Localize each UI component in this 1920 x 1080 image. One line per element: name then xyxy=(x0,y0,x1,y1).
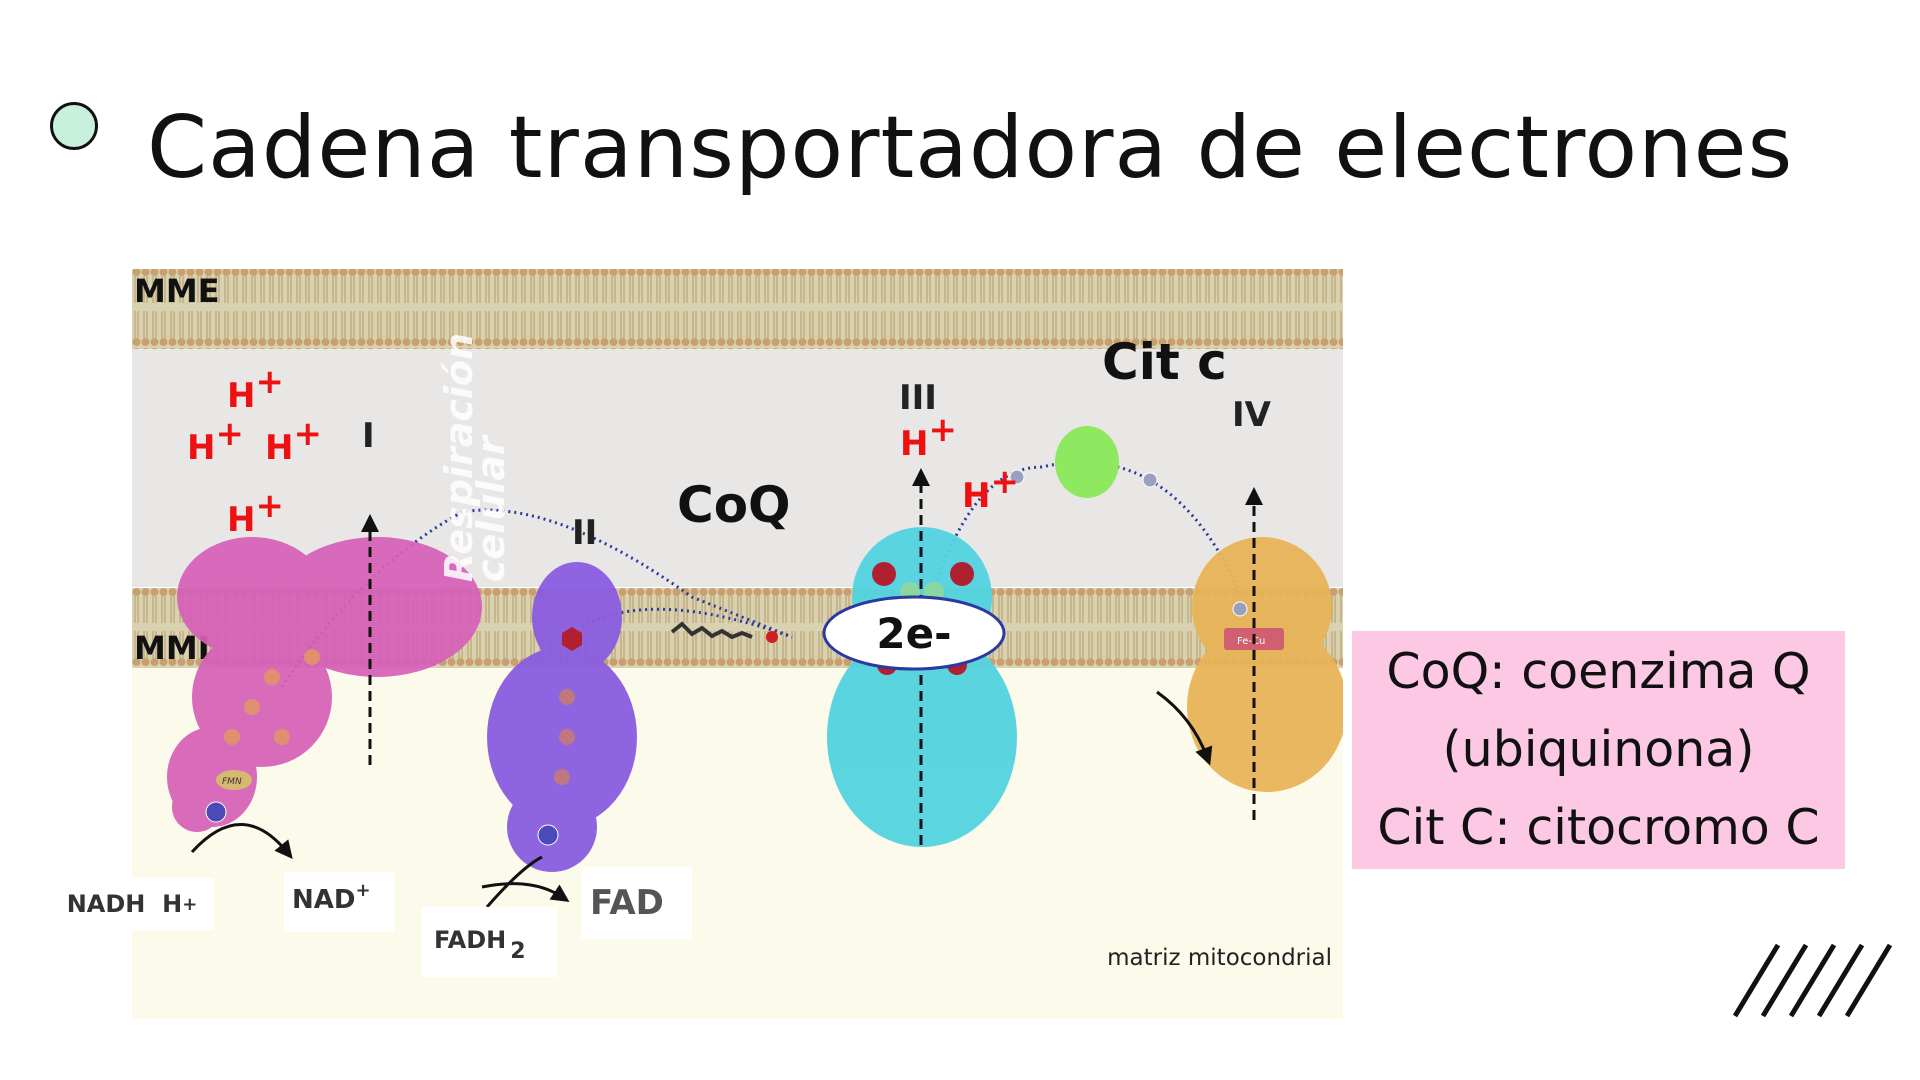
cytochrome-c xyxy=(1055,426,1119,498)
coq-molecule xyxy=(670,621,753,640)
complex-label-ii: II xyxy=(572,513,597,553)
legend-box: CoQ: coenzima Q (ubiquinona) Cit C: cito… xyxy=(1352,631,1845,869)
proton: H+ xyxy=(962,462,1019,516)
bullet-circle xyxy=(50,102,98,150)
electron-pair-ellipse xyxy=(822,595,1006,671)
matrix-region xyxy=(132,667,1343,1019)
reaction-arrow-iv xyxy=(1156,690,1213,766)
complex-iv xyxy=(1187,537,1343,792)
decorative-slashes xyxy=(1733,943,1893,1018)
reaction-arrow-i xyxy=(190,823,293,859)
proton: H+ xyxy=(900,410,957,464)
proton: H+ xyxy=(227,362,284,416)
legend-line: (ubiquinona) xyxy=(1442,721,1755,778)
watermark: Respiración celular xyxy=(437,333,513,582)
outer-membrane-label: MME xyxy=(134,272,220,310)
legend-line: Cit C: citocromo C xyxy=(1377,799,1820,856)
fad-label: FAD xyxy=(590,883,664,923)
complex-label-iii: III xyxy=(899,378,937,418)
complex-label-iv: IV xyxy=(1232,395,1272,435)
matrix-label: matriz mitocondrial xyxy=(1107,945,1332,971)
complex-label-i: I xyxy=(362,416,375,456)
svg-text:celular: celular xyxy=(469,434,513,582)
legend-line: CoQ: coenzima Q xyxy=(1386,643,1811,700)
cytc-label: Cit c xyxy=(1102,333,1227,391)
reaction-arrow-ii xyxy=(481,855,562,907)
proton: H+ xyxy=(187,414,244,468)
slide-title: Cadena transportadora de electrones xyxy=(147,98,1794,198)
coq-label: CoQ xyxy=(677,476,791,534)
proton: H+ xyxy=(265,414,322,468)
nad-label: NAD+ xyxy=(292,880,371,915)
electron-pair-label: 2e- xyxy=(876,609,951,658)
electron-icon xyxy=(205,801,227,823)
svg-text:Respiración: Respiración xyxy=(437,333,481,582)
proton: H+ xyxy=(227,486,284,540)
fecu-label: Fe-Cu xyxy=(1237,636,1265,647)
fmn-label: FMN xyxy=(222,777,242,787)
nadh-label: NADH H+ xyxy=(50,878,214,930)
electron-transport-diagram: MME MMI FMN Fe-Cu Resp xyxy=(132,269,1343,1019)
